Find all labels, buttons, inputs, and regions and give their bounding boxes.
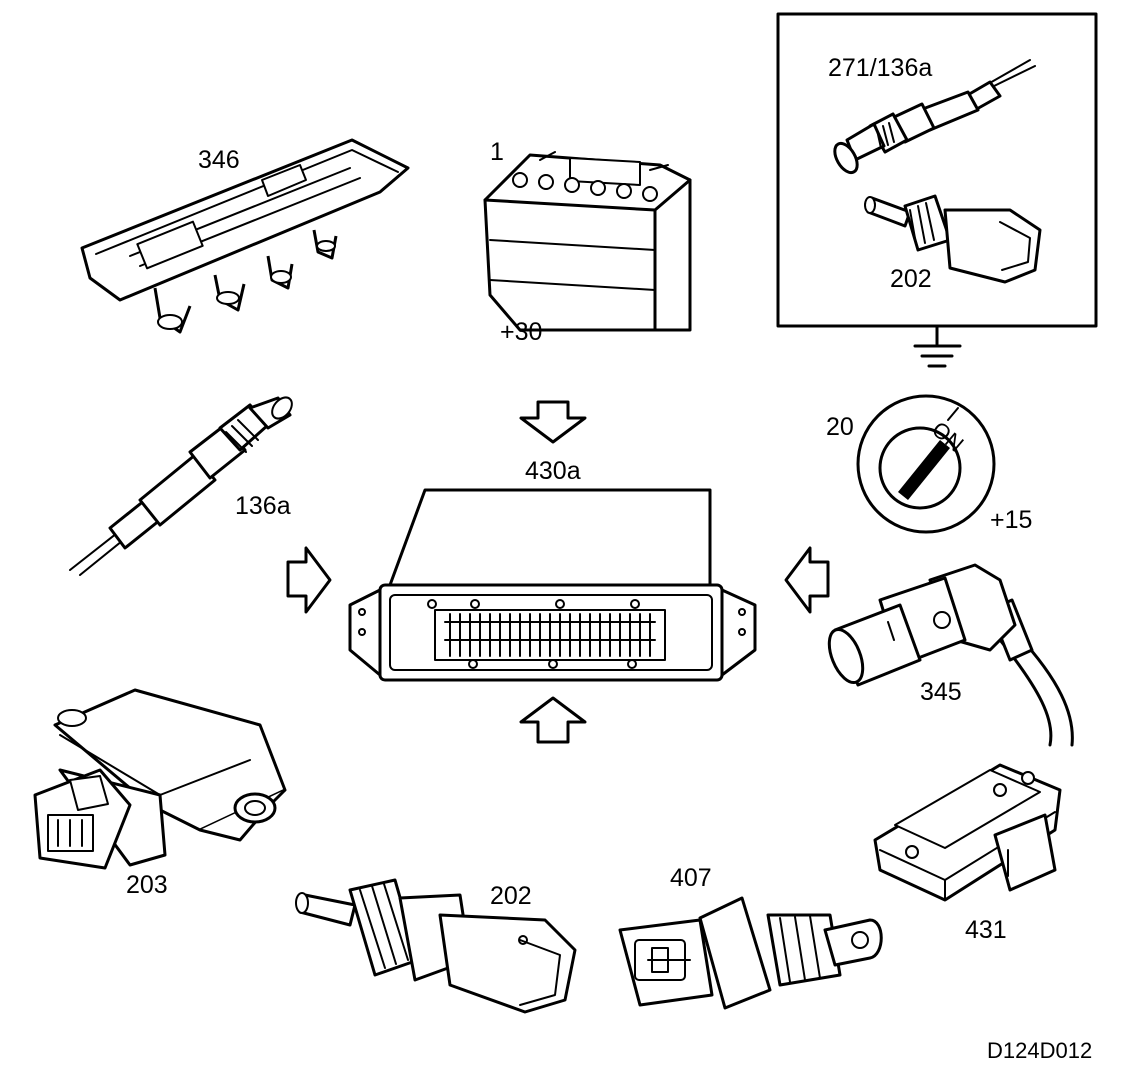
air-temp-sensor xyxy=(618,896,883,1010)
label-control-module: 430a xyxy=(525,457,581,485)
label-battery: 1 xyxy=(490,138,504,166)
label-crankshaft-sensor: 345 xyxy=(920,678,962,706)
label-pressure-sensor: 431 xyxy=(965,916,1007,944)
module-connector-pins xyxy=(444,613,656,657)
inset-oxygen-sensor xyxy=(833,59,1036,175)
drawing-id: D124D012 xyxy=(987,1038,1093,1063)
label-air-temp-sensor: 407 xyxy=(670,864,712,892)
label-ignition-switch: 20 xyxy=(826,413,854,441)
arrow-down-icon xyxy=(519,400,587,444)
inset-box xyxy=(776,12,1098,346)
label-coolant-sensor: 202 xyxy=(490,882,532,910)
ignition-switch xyxy=(856,394,996,534)
oxygen-sensor xyxy=(69,396,293,576)
inset-coolant-sensor xyxy=(864,194,1042,284)
control-module xyxy=(348,488,757,682)
label-inset-coolant-sensor: 202 xyxy=(890,265,932,293)
label-battery-terminal: +30 xyxy=(500,318,543,346)
ground-symbol-icon xyxy=(913,344,962,368)
arrow-right-icon xyxy=(286,546,332,614)
label-switch-terminal: +15 xyxy=(990,506,1033,534)
pressure-sensor xyxy=(873,763,1062,902)
battery-cells xyxy=(512,172,658,202)
label-oxygen-sensor: 136a xyxy=(235,492,291,520)
label-inset-oxygen-sensor: 271/136a xyxy=(828,54,933,82)
crankshaft-sensor xyxy=(827,563,1074,747)
ignition-cassette xyxy=(80,138,410,334)
battery xyxy=(483,151,692,332)
arrow-left-icon xyxy=(784,546,830,614)
arrow-up-icon xyxy=(519,696,587,744)
label-ignition-cassette: 346 xyxy=(198,146,240,174)
coolant-sensor xyxy=(295,878,577,1014)
label-throttle-sensor: 203 xyxy=(126,871,168,899)
throttle-sensor xyxy=(33,688,287,870)
